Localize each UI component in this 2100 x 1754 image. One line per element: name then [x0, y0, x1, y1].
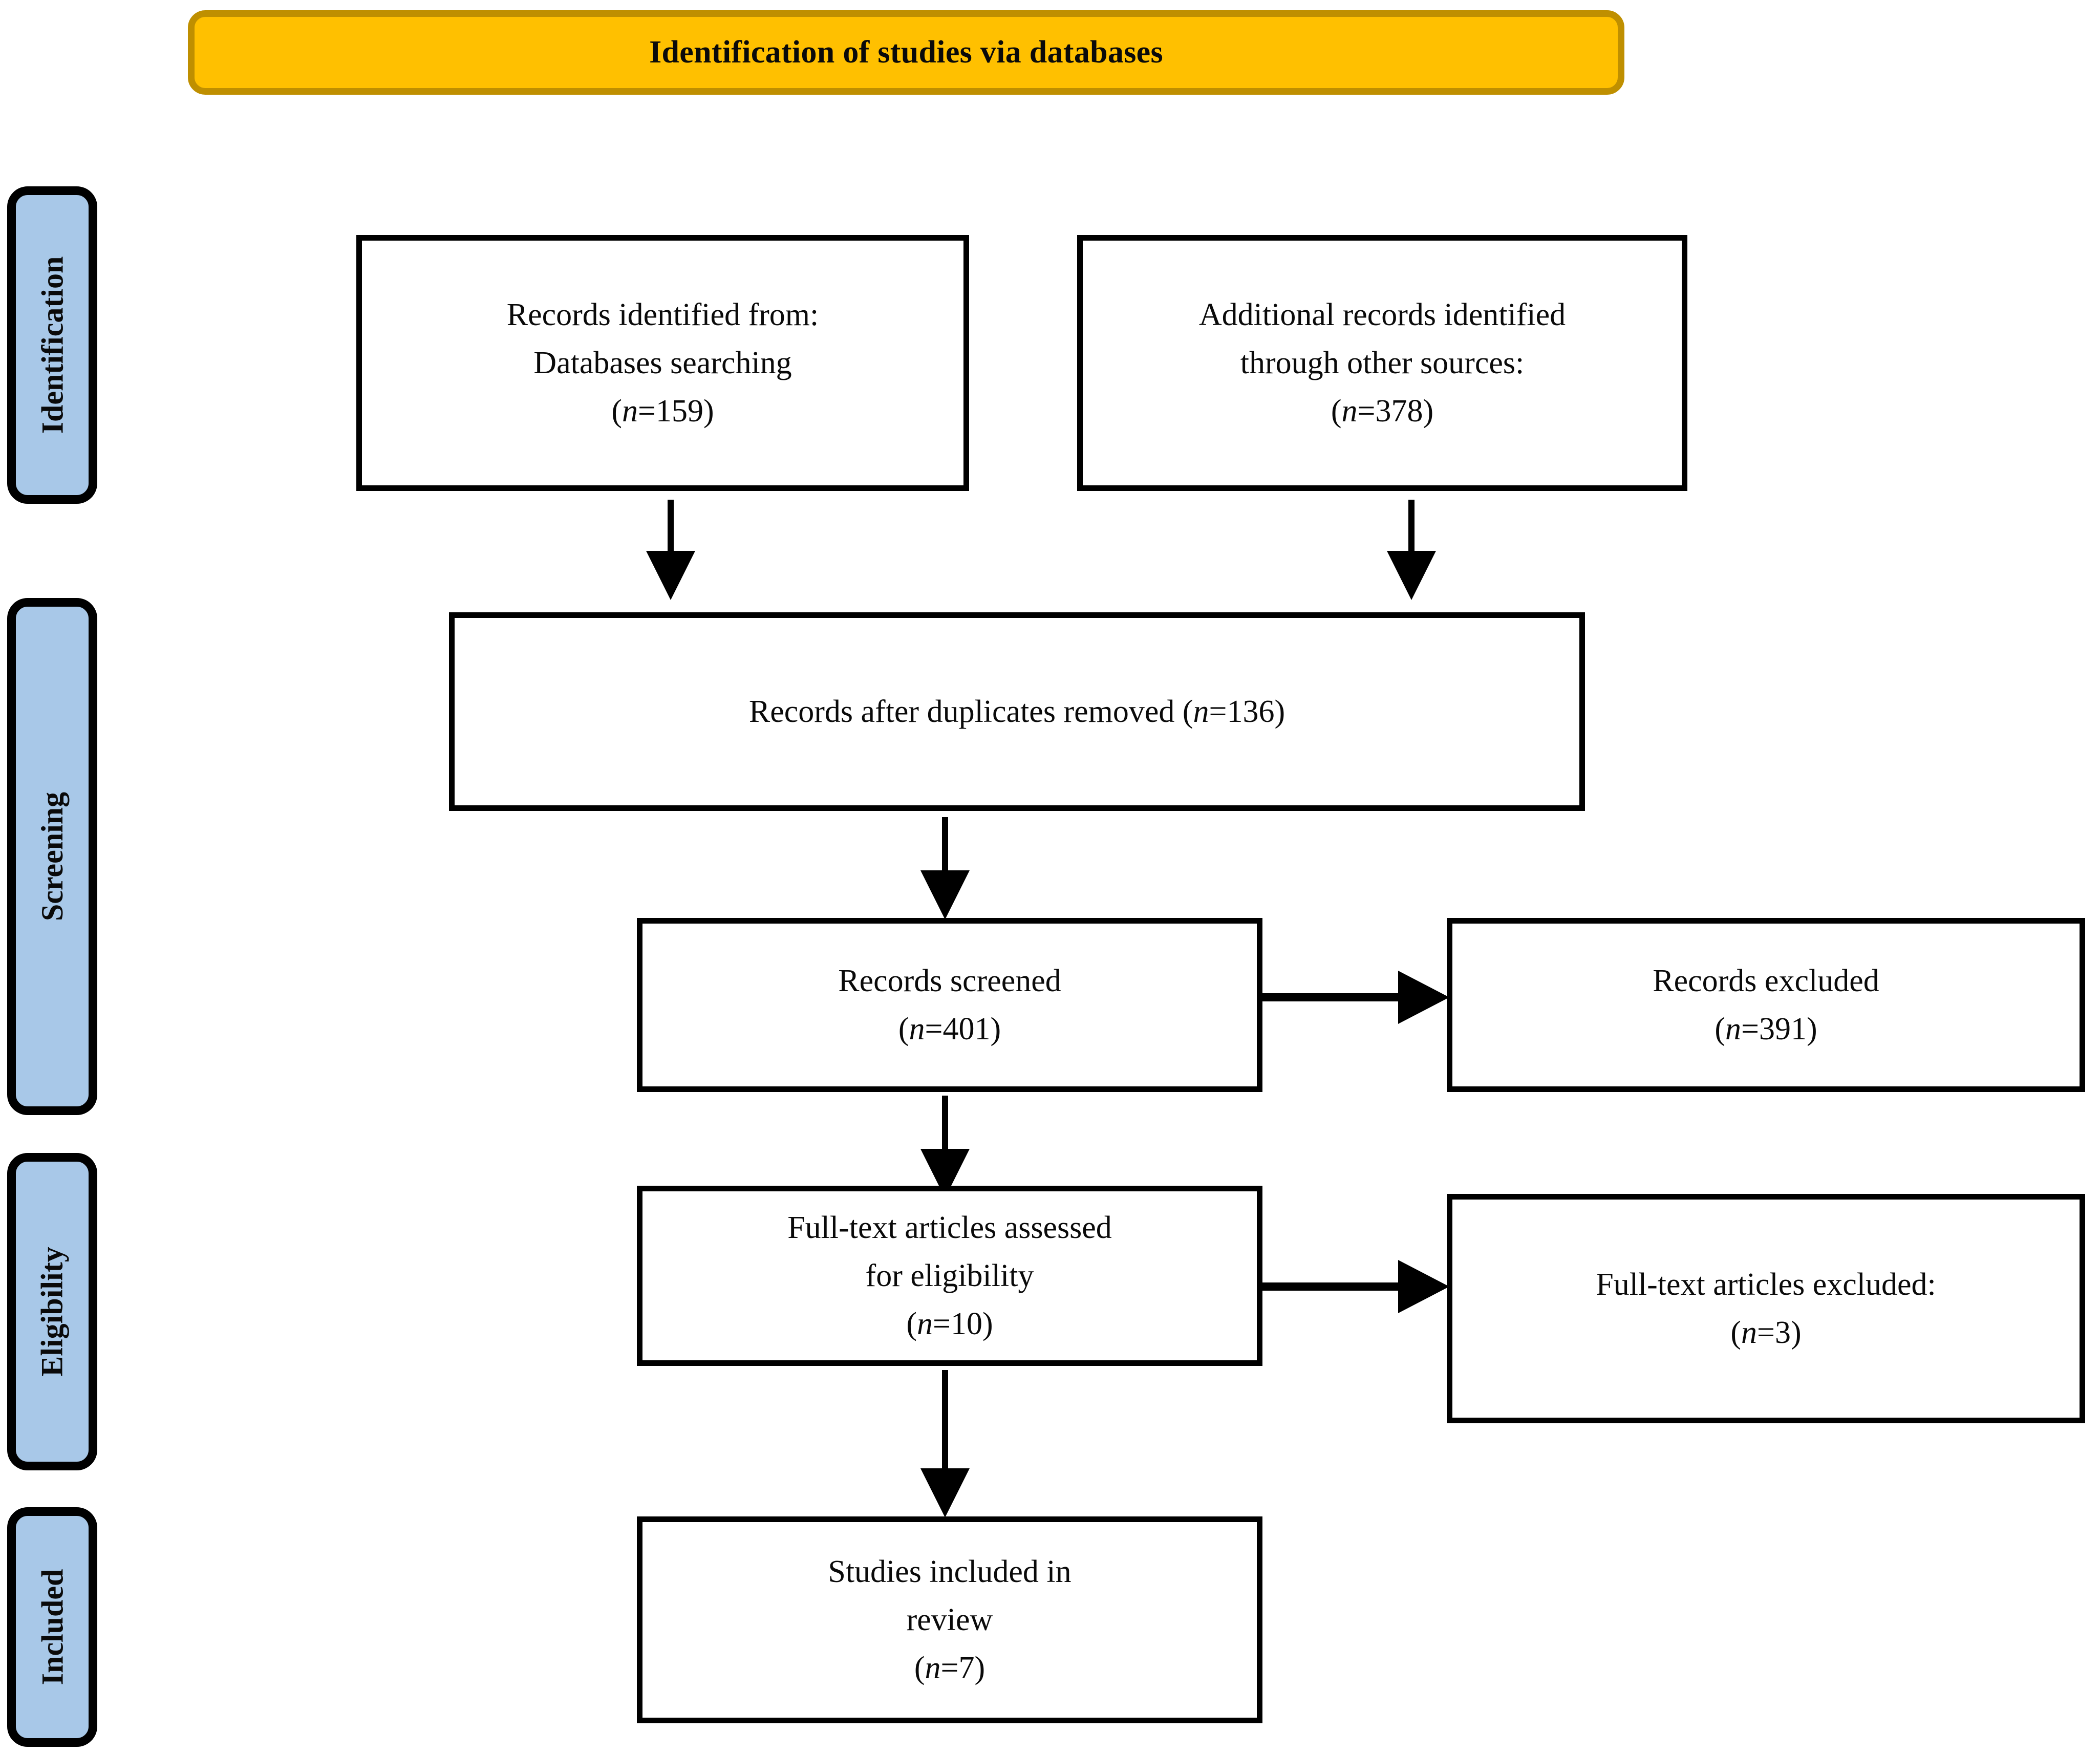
box-fulltext-assessed: Full-text articles assessed for eligibil…	[637, 1186, 1262, 1366]
stage-label-included-text: Included	[35, 1569, 70, 1685]
box-fulltext-excluded-line1: Full-text articles excluded:	[1596, 1267, 1936, 1302]
stage-label-screening-text: Screening	[35, 792, 69, 922]
box-fulltext-excluded-count: (n=3)	[1730, 1315, 1802, 1350]
banner-title: Identification of studies via databases	[649, 35, 1163, 70]
box-records-excluded-text: Records excluded (n=391)	[1653, 957, 1879, 1053]
stage-label-eligibility-text: Eligibility	[35, 1247, 70, 1377]
box-additional-records-line1: Additional records identified	[1198, 297, 1566, 332]
box-records-excluded: Records excluded (n=391)	[1447, 918, 2085, 1092]
box-duplicates-removed-line1: Records after duplicates removed (n=136)	[748, 694, 1285, 729]
box-studies-included: Studies included in review (n=7)	[637, 1516, 1262, 1723]
box-fulltext-assessed-line1: Full-text articles assessed	[787, 1210, 1112, 1245]
box-studies-included-line1: Studies included in	[828, 1554, 1072, 1589]
box-fulltext-excluded: Full-text articles excluded: (n=3)	[1447, 1194, 2085, 1423]
box-additional-records: Additional records identified through ot…	[1077, 235, 1687, 491]
box-studies-included-text: Studies included in review (n=7)	[828, 1548, 1071, 1693]
box-additional-records-text: Additional records identified through ot…	[1199, 291, 1566, 436]
box-records-identified: Records identified from: Databases searc…	[356, 235, 969, 491]
box-fulltext-excluded-text: Full-text articles excluded: (n=3)	[1596, 1260, 1936, 1357]
header-banner: Identification of studies via databases	[188, 10, 1624, 95]
stage-label-included: Included	[7, 1507, 97, 1747]
stage-label-identification: Identification	[7, 186, 97, 504]
box-records-excluded-line1: Records excluded	[1653, 963, 1879, 998]
stage-label-eligibility: Eligibility	[7, 1153, 97, 1470]
stage-label-screening: Screening	[7, 598, 97, 1115]
box-fulltext-assessed-line2: for eligibility	[865, 1258, 1034, 1293]
box-studies-included-count: (n=7)	[914, 1651, 985, 1686]
box-fulltext-assessed-count: (n=10)	[906, 1307, 993, 1342]
box-records-identified-line2: Databases searching	[533, 345, 792, 380]
box-duplicates-removed: Records after duplicates removed (n=136)	[449, 612, 1585, 811]
stage-label-identification-text: Identification	[35, 256, 70, 434]
box-records-screened-line1: Records screened	[838, 963, 1061, 998]
box-fulltext-assessed-text: Full-text articles assessed for eligibil…	[787, 1204, 1112, 1349]
box-additional-records-line2: through other sources:	[1240, 345, 1525, 380]
box-duplicates-removed-text: Records after duplicates removed (n=136)	[749, 688, 1285, 736]
box-records-identified-count: (n=159)	[611, 394, 714, 429]
box-records-identified-line1: Records identified from:	[506, 297, 819, 332]
box-records-screened-text: Records screened (n=401)	[838, 957, 1061, 1053]
box-records-screened: Records screened (n=401)	[637, 918, 1262, 1092]
box-studies-included-line2: review	[906, 1602, 993, 1637]
box-additional-records-count: (n=378)	[1331, 394, 1434, 429]
box-records-screened-count: (n=401)	[898, 1012, 1001, 1046]
box-records-excluded-count: (n=391)	[1715, 1012, 1817, 1046]
box-records-identified-text: Records identified from: Databases searc…	[507, 291, 819, 436]
